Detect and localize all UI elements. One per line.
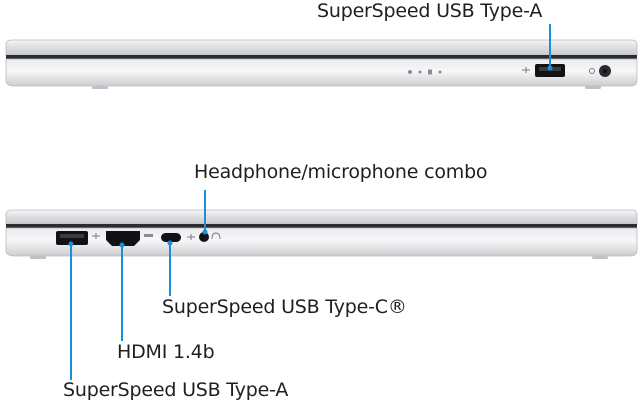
led-icon bbox=[408, 69, 442, 75]
callout-lines bbox=[68, 24, 553, 380]
label-right-usb-a: SuperSpeed USB Type-A bbox=[317, 0, 543, 22]
usb-c-port bbox=[161, 233, 181, 242]
label-left-usb-a: SuperSpeed USB Type-A bbox=[63, 379, 289, 401]
headphone-jack bbox=[199, 232, 209, 242]
power-icon bbox=[589, 65, 611, 77]
usb-c-icon bbox=[187, 234, 195, 240]
hdmi-icon bbox=[144, 234, 153, 237]
headphone-icon bbox=[211, 232, 221, 240]
laptop-left-side-view bbox=[5, 209, 638, 259]
usb-icon bbox=[92, 233, 100, 239]
hdmi-port bbox=[106, 231, 140, 246]
usb-icon bbox=[522, 67, 530, 73]
label-hdmi: HDMI 1.4b bbox=[117, 341, 215, 363]
label-headphone: Headphone/microphone combo bbox=[194, 161, 488, 183]
label-usb-c: SuperSpeed USB Type-C® bbox=[162, 296, 407, 318]
laptop-right-side-view bbox=[5, 39, 638, 89]
